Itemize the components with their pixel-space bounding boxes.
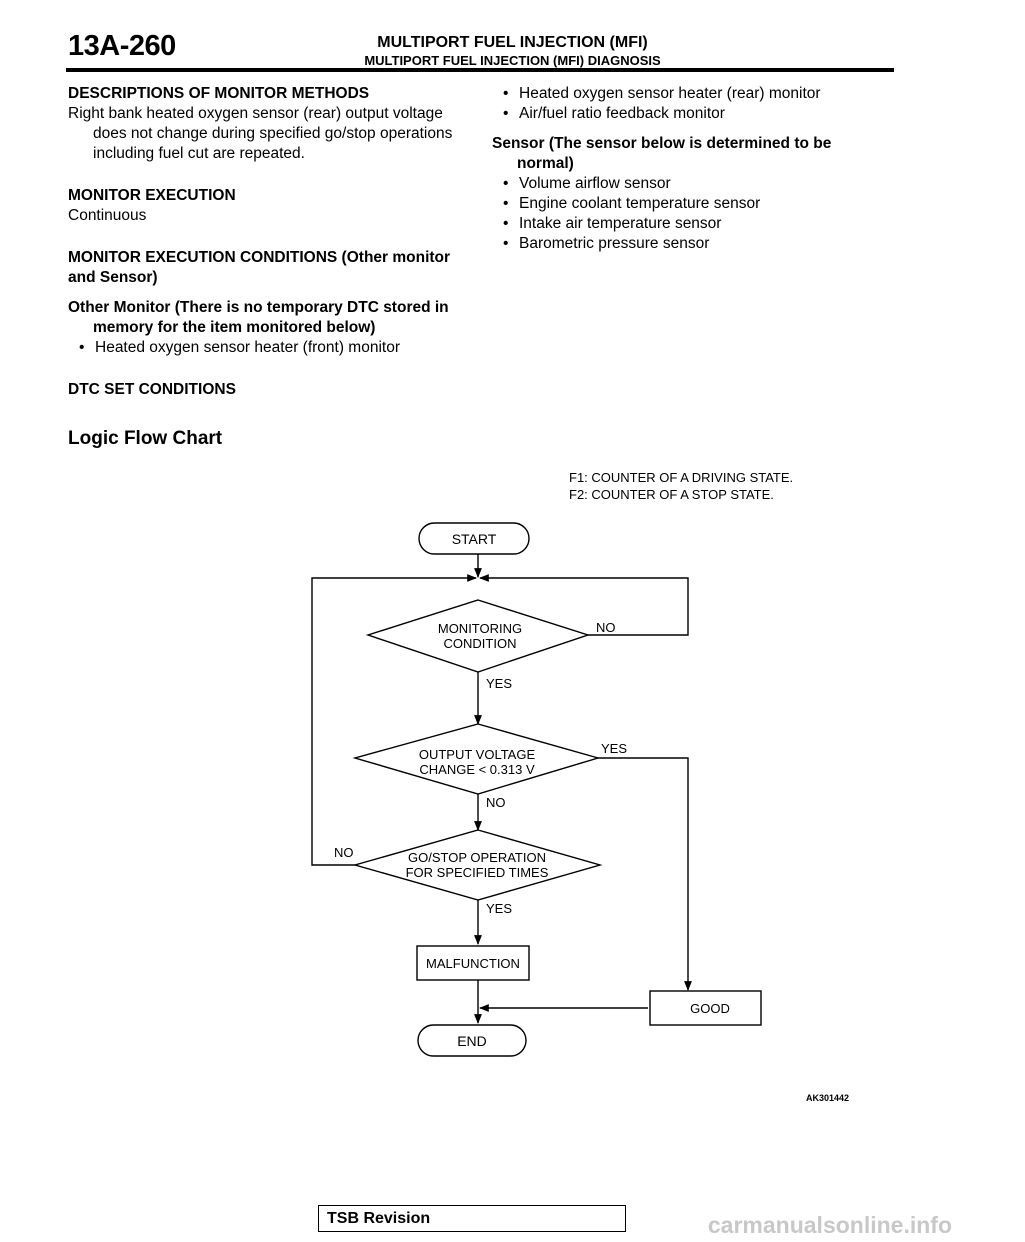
header-rule	[66, 68, 894, 72]
legend-line-2: F2: COUNTER OF A STOP STATE.	[569, 487, 774, 502]
other-monitor-list-continued: •Heated oxygen sensor heater (rear) moni…	[492, 84, 892, 124]
header-subtitle: MULTIPORT FUEL INJECTION (MFI) DIAGNOSIS	[364, 53, 661, 68]
malfunction-box	[416, 945, 530, 981]
conditions-heading: MONITOR EXECUTION CONDITIONS (Other moni…	[68, 249, 451, 286]
header-title: MULTIPORT FUEL INJECTION (MFI)	[377, 34, 648, 51]
decision1-no-label: NO	[596, 620, 616, 635]
other-monitor-heading: Other Monitor (There is no temporary DTC…	[68, 299, 449, 336]
decision2-line-1: OUTPUT VOLTAGE	[419, 747, 536, 762]
good-box	[649, 990, 762, 1026]
logic-flow-chart: F1: COUNTER OF A DRIVING STATE. F2: COUN…	[311, 470, 793, 1057]
descriptions-heading: DESCRIPTIONS OF MONITOR METHODS	[68, 85, 370, 102]
dtc-heading: DTC SET CONDITIONS	[68, 381, 236, 398]
list-item: •Volume airflow sensor	[503, 175, 671, 192]
output-voltage-decision	[352, 723, 601, 795]
tsb-revision-label: TSB Revision	[327, 1210, 431, 1227]
execution-heading: MONITOR EXECUTION	[68, 187, 236, 204]
list-item: •Barometric pressure sensor	[503, 235, 710, 252]
malfunction-label: MALFUNCTION	[426, 956, 520, 971]
decision3-yes-label: YES	[486, 901, 512, 916]
bullet-icon: •	[503, 195, 509, 212]
bullet-icon: •	[503, 175, 509, 192]
bullet-icon: •	[503, 85, 509, 102]
monitoring-condition-decision	[365, 599, 591, 673]
list-item: •Engine coolant temperature sensor	[503, 195, 761, 212]
figure-id: AK301442	[806, 1093, 850, 1103]
decision1-line-2: CONDITION	[444, 636, 517, 651]
bullet-icon: •	[79, 339, 85, 356]
decision2-line-2: CHANGE < 0.313 V	[419, 762, 535, 777]
legend-line-1: F1: COUNTER OF A DRIVING STATE.	[569, 470, 793, 485]
start-terminal	[418, 522, 530, 555]
watermark: carmanualsonline.info	[707, 1212, 952, 1238]
list-item: •Heated oxygen sensor heater (rear) moni…	[503, 85, 821, 102]
flow-chart-heading: Logic Flow Chart	[68, 428, 223, 449]
bullet-icon: •	[503, 235, 509, 252]
go-stop-decision	[352, 829, 603, 901]
sensor-list: •Volume airflow sensor •Engine coolant t…	[492, 174, 892, 254]
right-column: •Heated oxygen sensor heater (rear) moni…	[492, 84, 892, 254]
bullet-icon: •	[503, 215, 509, 232]
other-monitor-list: •Heated oxygen sensor heater (front) mon…	[68, 338, 473, 358]
decision1-line-1: MONITORING	[438, 621, 522, 636]
end-label: END	[457, 1033, 487, 1049]
descriptions-text: Right bank heated oxygen sensor (rear) o…	[68, 105, 453, 162]
decision2-no-label: NO	[486, 795, 506, 810]
decision3-line-1: GO/STOP OPERATION	[408, 850, 546, 865]
left-column: DESCRIPTIONS OF MONITOR METHODS Right ba…	[68, 84, 473, 400]
decision3-line-2: FOR SPECIFIED TIMES	[406, 865, 549, 880]
decision1-yes-label: YES	[486, 676, 512, 691]
decision2-yes-label: YES	[601, 741, 627, 756]
list-item: •Air/fuel ratio feedback monitor	[503, 105, 725, 122]
bullet-icon: •	[503, 105, 509, 122]
end-terminal	[417, 1024, 527, 1057]
list-item: •Intake air temperature sensor	[503, 215, 722, 232]
execution-text: Continuous	[68, 207, 147, 224]
list-item: •Heated oxygen sensor heater (front) mon…	[79, 339, 400, 356]
decision3-no-label: NO	[334, 845, 354, 860]
good-label: GOOD	[690, 1001, 730, 1016]
sensor-heading: Sensor (The sensor below is determined t…	[492, 135, 832, 172]
start-label: START	[452, 531, 497, 547]
page-number: 13A-260	[68, 30, 176, 62]
tsb-revision-box: TSB Revision	[318, 1205, 626, 1232]
